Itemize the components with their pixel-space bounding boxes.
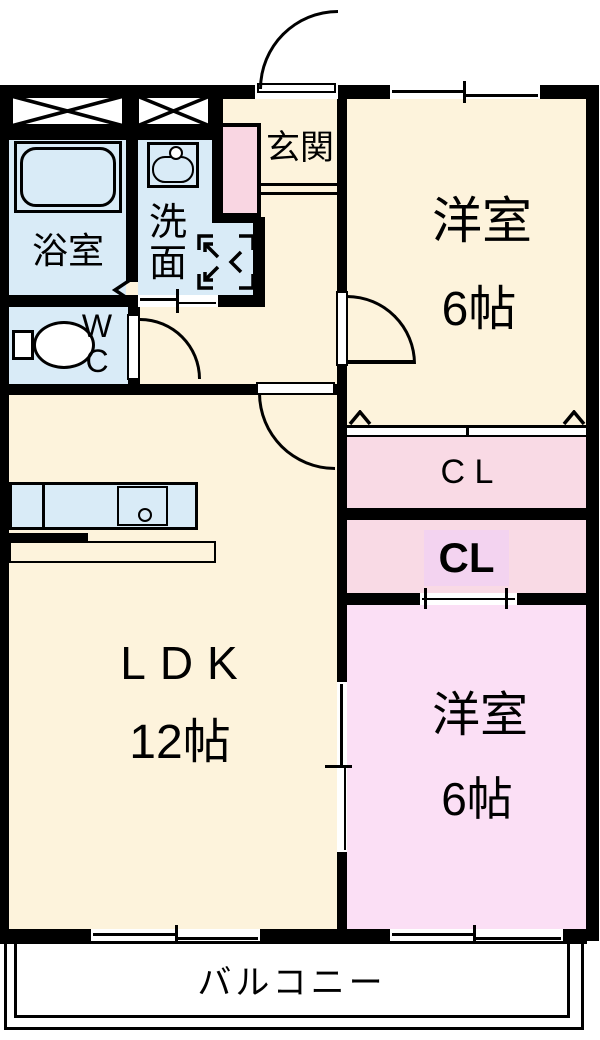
wall-under-pipeboxes: [9, 126, 223, 140]
closet-upper-label: C L: [440, 452, 494, 491]
slider-washroom-tick: [175, 289, 179, 313]
balcony-label: バルコニー: [197, 963, 387, 1002]
balcony-outer-bottom: [4, 1027, 584, 1030]
window-ldk-tick: [175, 925, 178, 948]
balcony-outer-right: [581, 941, 584, 1030]
wall-laundry-right: [253, 217, 265, 307]
toilet-bowl: [33, 321, 95, 369]
wall-pipebox-divider: [126, 95, 135, 126]
closet-upper-floor: [347, 437, 586, 508]
window-ldk-pane-1: [93, 933, 177, 936]
window-ldk-pane-2: [176, 937, 258, 940]
closet-lower-door-tick-1: [424, 588, 427, 609]
window-top-tick: [463, 81, 466, 103]
bathtub-outline: [14, 141, 122, 213]
wall-top-right: [540, 85, 599, 99]
wall-bottom-1: [0, 929, 91, 944]
washing-machine-space-icon: [196, 233, 256, 291]
slider-ldk-bedroom-pane-2: [343, 768, 346, 850]
bathroom-label: 浴室: [31, 229, 104, 271]
bedroom-bottom-name-label: 洋室: [431, 689, 528, 743]
washroom-label: 洗 面: [146, 194, 190, 294]
kitchen-half-wall: [9, 533, 88, 542]
wc-door-frame: [127, 314, 140, 380]
bedroom-top-name-label: 洋室: [432, 193, 532, 249]
closet-upper-hanger-icon-right: [562, 410, 586, 426]
kitchen-sink-drain: [138, 508, 152, 522]
slider-washroom-pane-2: [177, 301, 216, 304]
washbasin-counter: [147, 142, 199, 188]
bath-door-chevron-icon: [111, 278, 133, 302]
wall-left: [0, 85, 9, 944]
entrance-label: 玄関: [266, 128, 334, 167]
ldk-size-label: 12帖: [129, 716, 231, 770]
toilet-tank: [12, 330, 34, 360]
entrance-step-line-1: [261, 183, 337, 186]
ldk-name-label: LDK: [120, 637, 252, 690]
wall-bottom-2: [260, 929, 390, 944]
window-top-pane-1: [392, 90, 466, 93]
kitchen-sink: [117, 486, 168, 526]
wall-washroom-bottom: [9, 295, 265, 307]
wall-right: [586, 85, 599, 941]
bathtub-inner: [20, 147, 116, 207]
washbasin-bowl: [152, 156, 194, 183]
closet-upper-hanger-icon-left: [348, 410, 372, 426]
wall-bedrooms-left: [337, 99, 347, 929]
pipe-space-box-2: [135, 94, 212, 128]
washbasin-faucet: [169, 146, 183, 160]
wall-bath-washroom: [126, 140, 138, 282]
wc-label-line1: W: [81, 308, 113, 345]
bedroom-top-floor: [347, 99, 586, 425]
wall-closet-upper-bottom: [347, 508, 586, 520]
closet-lower-label: CL: [438, 534, 495, 582]
window-bedroom-opening: [390, 929, 563, 944]
wall-washroom-right: [212, 99, 223, 217]
window-bedroom-pane-1: [392, 933, 476, 936]
bedroom-bottom-size-label: 6帖: [441, 773, 513, 826]
bedroom-bottom-floor: [347, 605, 586, 929]
entrance-step-line-2: [261, 192, 337, 195]
slider-washroom-pane-1: [140, 298, 178, 301]
closet-lower-highlight: [424, 530, 509, 586]
balcony-outer-left: [4, 935, 7, 1030]
kitchen-counter-edge: [9, 541, 216, 563]
washroom-label-line2: 面: [148, 243, 187, 285]
balcony-area: [14, 941, 570, 1018]
bedroom-top-size-label: 6帖: [441, 283, 517, 337]
bathroom-floor: [9, 138, 126, 307]
wall-hall-ldk: [0, 384, 342, 395]
washroom-label-line1: 洗: [148, 201, 187, 244]
closet-upper-track-divider: [466, 425, 469, 437]
wall-under-cabinet: [212, 213, 261, 223]
slider-ldk-bedroom-pane-1: [340, 684, 343, 766]
kitchen-counter: [9, 482, 198, 530]
shoe-cabinet: [219, 123, 261, 217]
window-top-pane-2: [464, 94, 538, 97]
pipe-space-box-1: [9, 94, 126, 128]
wc-label-line2: C: [85, 343, 109, 379]
closet-lower-door-tick-2: [505, 588, 508, 609]
wall-bottom-3: [563, 929, 587, 944]
closet-lower-door-pane: [422, 597, 515, 600]
window-bedroom-tick: [473, 925, 476, 948]
wall-top-mid: [338, 85, 390, 99]
window-bedroom-pane-2: [474, 937, 561, 940]
wc-label: W C: [78, 308, 116, 379]
slider-ldk-bedroom-tick: [325, 765, 352, 768]
entrance-door-arc: [259, 10, 338, 89]
kitchen-counter-divider: [42, 482, 45, 530]
